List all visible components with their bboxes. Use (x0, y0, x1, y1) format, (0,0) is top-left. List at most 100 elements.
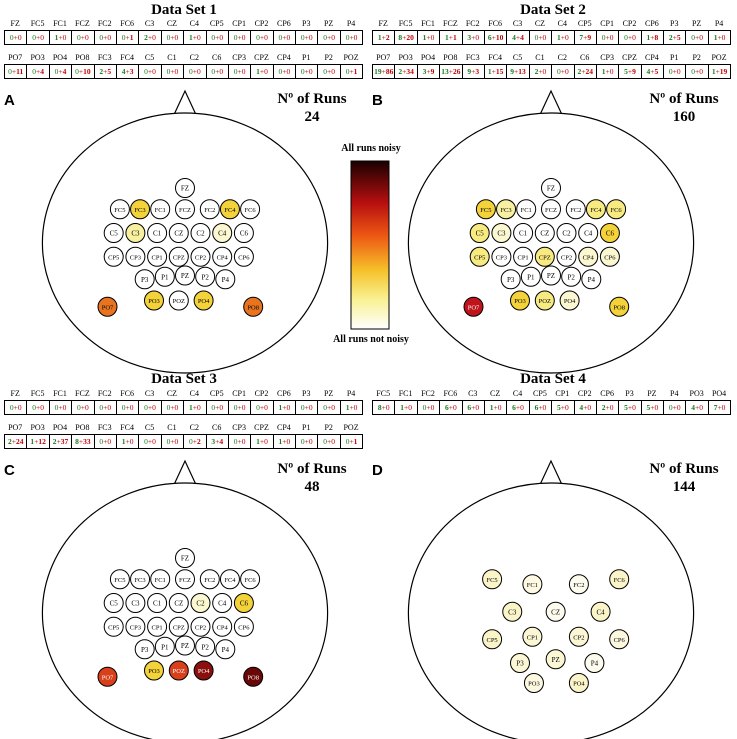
electrode-header: CPZ (254, 423, 269, 432)
electrode-header: CP1 (600, 19, 614, 28)
table-cell: 1+0 (250, 65, 272, 78)
electrode-cp4: CP4 (212, 246, 233, 267)
electrode-marker (193, 290, 214, 311)
electrode-c2: C2 (190, 223, 211, 243)
electrode-label: C1 (153, 230, 162, 238)
electrode-p3: P3 (500, 269, 521, 290)
electrode-poz: POZ (534, 290, 555, 311)
electrode-marker (168, 616, 189, 637)
electrode-header: PO4 (711, 389, 727, 398)
electrode-c2: C2 (190, 593, 211, 613)
electrode-c3: C3 (502, 601, 523, 622)
electrode-header: FC4 (488, 53, 503, 62)
electrode-fc6: FC6 (609, 569, 630, 590)
electrode-c2: C2 (556, 223, 577, 243)
electrode-marker (215, 269, 236, 290)
electrode-label: CPZ (539, 254, 551, 261)
electrode-marker (609, 296, 630, 317)
table-cell: 1+0 (707, 31, 730, 44)
table-cell: 19+86 (374, 67, 394, 76)
table-cell: 3+4 (205, 435, 228, 448)
table-cell: 3+9 (416, 65, 439, 78)
electrode-marker (154, 266, 175, 287)
electrode-marker (215, 639, 236, 660)
electrode-header: C1 (167, 423, 177, 432)
electrode-header: FC1 (398, 389, 413, 398)
electrode-label: C4 (218, 230, 227, 238)
electrode-label: POZ (173, 298, 185, 305)
electrode-marker (199, 199, 220, 220)
table-cell: 6+0 (528, 401, 551, 414)
electrode-marker (125, 616, 146, 637)
electrode-cz: CZ (534, 223, 555, 243)
electrode-label: FCZ (545, 207, 557, 214)
table-cell: 0+0 (71, 31, 93, 44)
electrode-label: P2 (201, 643, 209, 651)
electrode-cz: CZ (168, 223, 189, 243)
table-cell: 6+10 (483, 31, 506, 44)
electrode-label: CP4 (583, 254, 595, 261)
electrode-cp1: CP1 (147, 616, 168, 637)
electrode-fc2: FC2 (568, 574, 589, 595)
electrode-header: FCZ (75, 389, 90, 398)
electrode-label: FZ (181, 555, 189, 563)
electrode-marker (581, 269, 602, 290)
electrode-marker (469, 223, 490, 243)
electrode-label: CP2 (195, 254, 206, 261)
electrode-label: C5 (110, 600, 119, 608)
electrode-marker (565, 199, 586, 220)
electrode-p4: P4 (581, 269, 602, 290)
electrode-header: P3 (302, 19, 311, 28)
electrode-label: CP6 (238, 254, 250, 261)
electrode-marker (175, 635, 195, 656)
electrode-marker (556, 223, 577, 243)
electrode-label: FC5 (486, 577, 497, 584)
electrode-marker (168, 593, 189, 613)
electrode-header: POZ (343, 423, 359, 432)
table-cell: 0+0 (551, 65, 573, 78)
electrode-header: CP6 (600, 389, 614, 398)
electrode-fc4: FC4 (219, 199, 240, 220)
electrode-marker (568, 673, 589, 693)
electrode-label: C3 (497, 230, 506, 238)
electrode-label: CZ (551, 608, 560, 616)
electrode-header: CP5 (533, 389, 547, 398)
electrode-header: C3 (144, 19, 155, 28)
electrode-po8: PO8 (243, 296, 264, 317)
electrode-p3: P3 (510, 653, 530, 673)
electrode-p4: P4 (215, 269, 236, 290)
electrode-fc3: FC3 (496, 199, 517, 220)
electrode-marker (175, 178, 195, 198)
electrode-header: C4 (512, 389, 523, 398)
electrode-label: PO7 (102, 674, 114, 681)
electrode-label: FZ (547, 185, 555, 193)
electrode-header: C2 (189, 53, 199, 62)
electrode-header: C4 (189, 19, 199, 28)
table-cell: 0+0 (93, 31, 116, 44)
electrode-header: P3 (670, 19, 679, 28)
table-cell: 0+0 (9, 403, 22, 412)
runs-value: 48 (304, 479, 320, 495)
electrode-marker (154, 636, 175, 657)
electrode-header: PZ (691, 19, 702, 28)
electrode-label: FC2 (204, 207, 215, 214)
electrode-header: FC2 (97, 19, 112, 28)
electrode-pz: PZ (545, 649, 566, 670)
electrode-label: P3 (141, 646, 149, 654)
table-cell: 0+4 (26, 65, 48, 78)
electrode-header: CP4 (276, 53, 291, 62)
electrode-header: PO3 (689, 389, 704, 398)
electrode-header: CPZ (622, 53, 637, 62)
electrode-label: CP3 (496, 254, 507, 261)
electrode-header: CZ (166, 389, 178, 398)
electrode-header: PO8 (75, 423, 90, 432)
electrode-label: CP4 (217, 624, 229, 631)
